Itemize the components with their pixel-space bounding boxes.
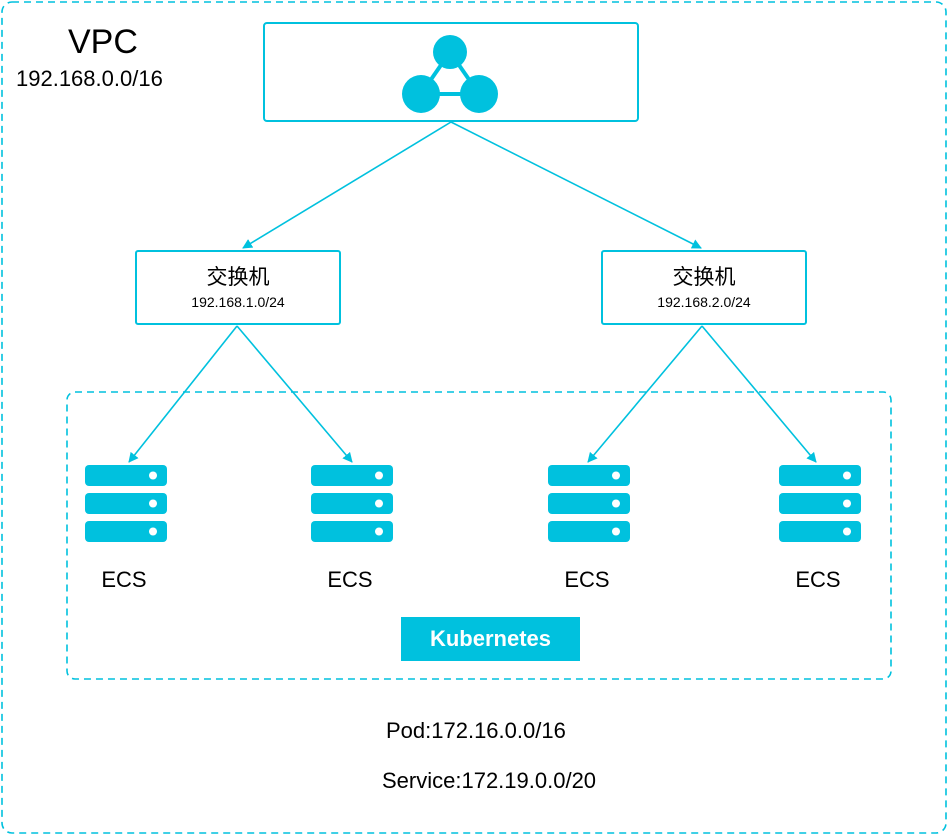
switch-left-to-ecs-1-connector <box>128 325 238 463</box>
server-icon <box>779 465 861 542</box>
switch-right-box <box>601 250 807 325</box>
switch-label: 交换机 <box>672 266 736 289</box>
switch-left-box <box>135 250 341 325</box>
switch-right: 交换机 192.168.2.0/24 <box>602 251 806 324</box>
service-network-cidr: Service:172.19.0.0/20 <box>382 768 597 793</box>
ecs-label: ECS <box>564 567 610 592</box>
router-to-switch-left-connector <box>242 121 452 249</box>
kubernetes-label: Kubernetes <box>429 626 552 651</box>
vpc-cidr: 192.168.0.0/16 <box>16 66 163 91</box>
router-to-switch-right-connector <box>450 121 702 249</box>
switch-cidr: 192.168.1.0/24 <box>191 294 285 310</box>
ecs-label: ECS <box>327 567 373 592</box>
switch-left: 交换机 192.168.1.0/24 <box>136 251 340 324</box>
vpc-title: VPC <box>68 23 138 61</box>
router-network-icon <box>402 35 498 113</box>
switch-right-to-ecs-4-connector <box>701 325 817 463</box>
server-icon <box>548 465 630 542</box>
switch-label: 交换机 <box>206 266 270 289</box>
ecs-label: ECS <box>101 567 147 592</box>
switch-right-to-ecs-3-connector <box>587 325 703 463</box>
ecs-label: ECS <box>795 567 841 592</box>
server-icon <box>85 465 167 542</box>
router-box <box>263 22 639 122</box>
server-icon <box>311 465 393 542</box>
pod-network-cidr: Pod:172.16.0.0/16 <box>386 718 566 743</box>
kubernetes-badge-background <box>401 617 580 661</box>
switch-left-to-ecs-2-connector <box>236 325 353 463</box>
switch-cidr: 192.168.2.0/24 <box>657 294 751 310</box>
